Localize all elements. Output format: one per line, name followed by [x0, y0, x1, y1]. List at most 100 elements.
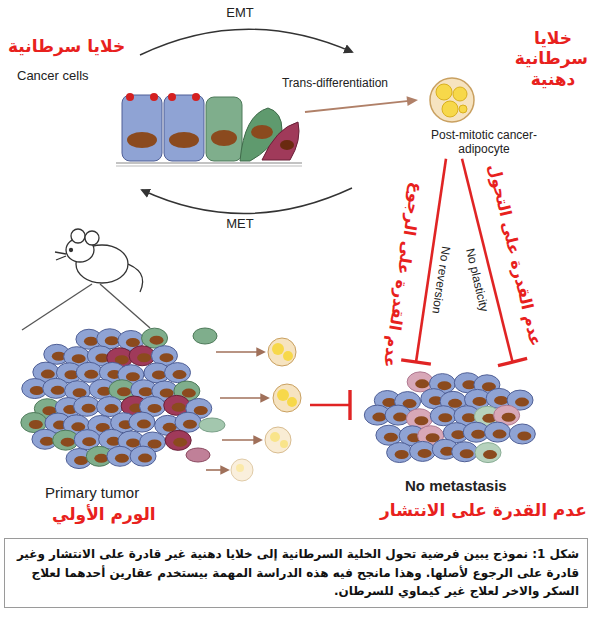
circle-shape [192, 93, 200, 101]
nucleus [418, 449, 432, 458]
circle-shape [231, 459, 253, 481]
cell [129, 412, 155, 432]
nucleus [182, 389, 196, 398]
nucleus [84, 370, 98, 379]
ellipse-shape [169, 132, 199, 148]
circle-shape [85, 231, 99, 245]
circle-shape [268, 338, 296, 366]
epithelium [116, 93, 302, 166]
nucleus [515, 398, 529, 407]
nucleus [384, 433, 398, 442]
english-label: Post-mitotic cancer-adipocyte [420, 128, 548, 157]
line-shape [56, 256, 66, 260]
cell [410, 441, 436, 461]
circle-shape [287, 397, 297, 407]
adipocyte-node: خلايا سرطانية دهنيةPost-mitotic cancer-a… [418, 28, 590, 159]
rect-shape [206, 97, 242, 161]
nucleus [82, 404, 96, 413]
circle-shape [150, 93, 158, 101]
english-label: Primary tumor [45, 484, 139, 502]
circle-shape [126, 93, 134, 101]
circle-shape [277, 389, 289, 401]
circle-shape [430, 78, 474, 122]
nucleus [72, 354, 86, 363]
tumor-adipocytes [186, 328, 301, 481]
arrow-head [407, 96, 418, 106]
nucleus [137, 420, 151, 429]
nucleus [51, 386, 65, 395]
adipocyte [430, 78, 474, 122]
ellipse-shape [127, 132, 157, 148]
nucleus [105, 336, 119, 345]
nucleus [41, 370, 55, 379]
inhibition-bar [348, 390, 351, 420]
line-shape [206, 469, 228, 471]
circle-shape [265, 427, 291, 453]
nucleus [30, 386, 44, 395]
line-shape [116, 162, 302, 163]
cell [175, 412, 201, 432]
arabic-label: خلايا سرطانية [8, 36, 125, 56]
nucleus [438, 413, 452, 422]
nucleus [173, 370, 187, 379]
ellipse-shape [280, 140, 294, 150]
nucleus [462, 413, 476, 422]
nucleus [29, 420, 43, 429]
circle-shape [442, 101, 458, 117]
emt-arrow [140, 29, 352, 55]
ellipse-shape [193, 328, 217, 344]
ellipse-shape [251, 125, 273, 139]
met-label: MET [226, 216, 253, 232]
circle-shape [168, 93, 176, 101]
inhibition-bar [401, 360, 431, 364]
cell [107, 446, 133, 466]
nucleus [415, 379, 429, 388]
cell [142, 328, 168, 348]
nucleus [460, 449, 474, 458]
nucleus [494, 396, 508, 405]
nucleus [517, 431, 531, 440]
circle-shape [283, 351, 293, 361]
ellipse-shape [211, 130, 237, 146]
rect-shape [164, 95, 204, 161]
nucleus [173, 438, 187, 447]
circle-shape [280, 440, 288, 448]
nucleus [414, 416, 428, 425]
nucleus [152, 370, 166, 379]
cell [509, 424, 535, 444]
nucleus [126, 338, 140, 347]
nucleus [372, 413, 386, 422]
circle-shape [70, 249, 73, 252]
cell [387, 443, 413, 463]
nucleus [138, 454, 152, 463]
connector [310, 390, 350, 420]
nucleus [126, 438, 140, 447]
connector-line [305, 101, 409, 112]
mouse [22, 229, 150, 330]
nucleus [493, 430, 507, 439]
line-shape [100, 284, 150, 328]
connector-label: Trans-differentiation [282, 76, 388, 90]
nucleus [448, 399, 462, 408]
circle-shape [270, 432, 280, 442]
line-shape [220, 397, 268, 399]
connector [305, 96, 418, 112]
circle-shape [459, 105, 467, 113]
path-shape [262, 122, 299, 160]
nucleus [194, 406, 208, 415]
line-shape [22, 284, 92, 330]
arabic-label: عدم القدرة على الانتشار [380, 500, 587, 520]
nucleus [40, 437, 54, 446]
cell [475, 443, 501, 463]
circle-shape [436, 84, 452, 100]
nucleus [137, 353, 151, 362]
nucleus [105, 404, 119, 413]
line-shape [116, 166, 302, 167]
nucleus [148, 404, 162, 413]
met-arrow [142, 188, 352, 214]
nucleus [94, 454, 108, 463]
cell [130, 446, 156, 466]
circle-shape [272, 343, 284, 355]
nucleus [73, 388, 87, 397]
nucleus [502, 413, 516, 422]
